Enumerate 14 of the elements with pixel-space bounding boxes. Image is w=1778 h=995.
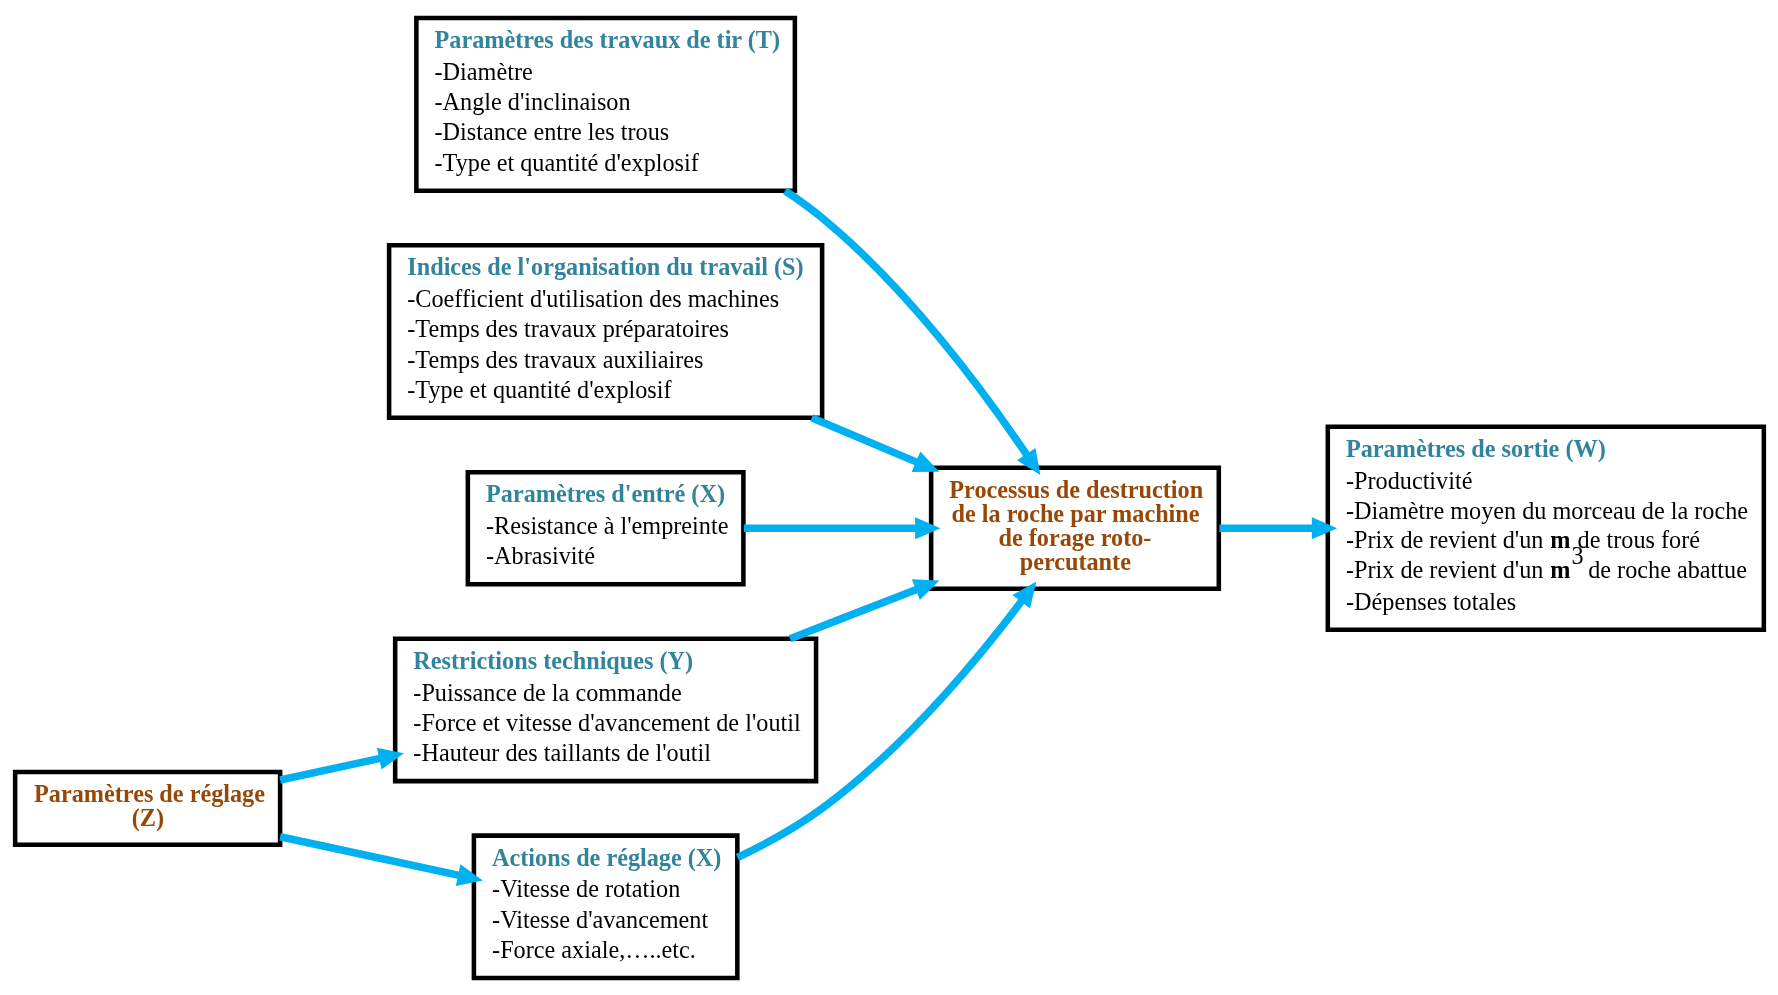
node-box: Paramètres des travaux de tir (T) -Diamètre -Angle d'inclinaison -Distance entre les trous -Type et quantité d'explosif [413, 15, 797, 193]
arrow [735, 581, 1036, 861]
node-box: Paramètres d'entré (X) -Resistance à l'empreinte -Abrasivité [465, 469, 746, 587]
node-box: Restrictions techniques (Y) -Puissance de la commande -Force et vitesse d'avancement de l'outil -Hauteur des taillants de l'outil [392, 636, 818, 783]
node-box: Processus de destruction de la roche par machine de forage roto-percutante [928, 464, 1221, 591]
node-box: Actions de réglage (X) -Vitesse de rotation -Vitesse d'avancement -Force axiale,…..etc. [471, 832, 740, 980]
node-box: Paramètres de réglage (Z) [12, 769, 282, 847]
arrow [809, 413, 939, 472]
arrow [1218, 516, 1337, 539]
arrow [278, 747, 404, 784]
arrow [788, 578, 939, 642]
node-box: Indices de l'organisation du travail (S) -Coefficient d'utilisation des machines -Temps des travaux préparatoires -Temps des travaux auxiliaires -Type et quantité d'explosif [386, 242, 824, 420]
arrow [278, 832, 483, 886]
arrow [782, 187, 1040, 475]
